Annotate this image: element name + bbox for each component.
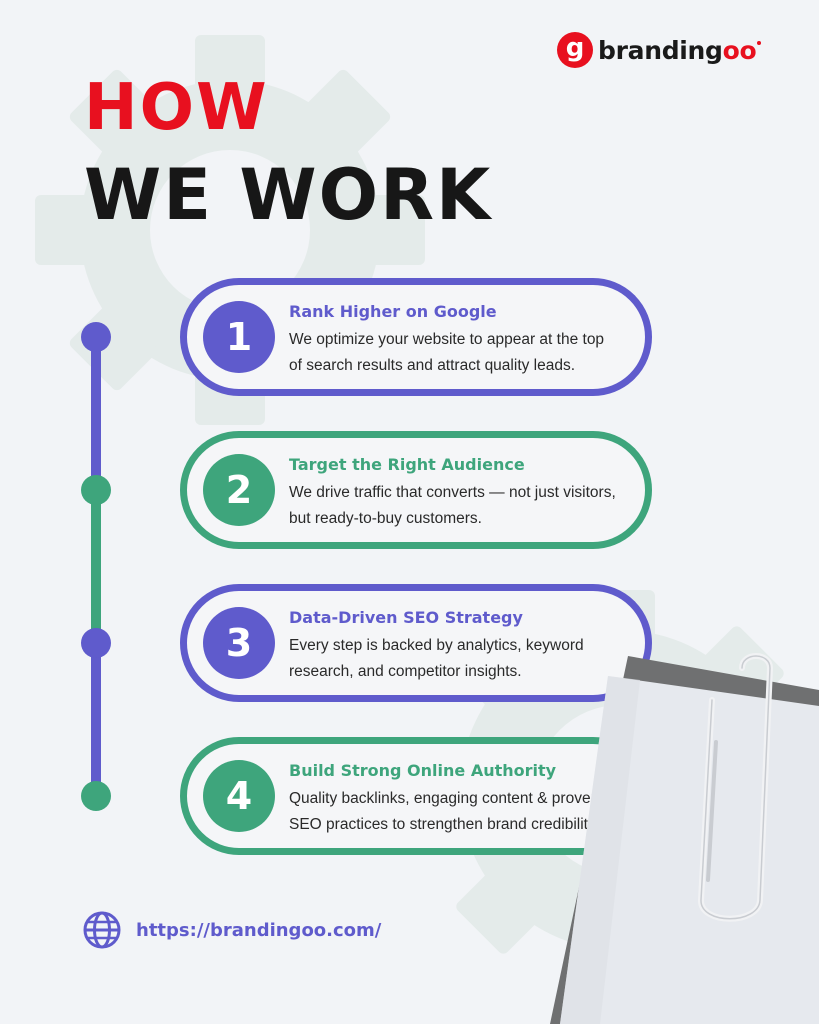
step-title: Data-Driven SEO Strategy [289, 608, 523, 627]
step-description: We drive traffic that converts — not jus… [289, 484, 616, 527]
step-title: Build Strong Online Authority [289, 761, 557, 780]
timeline-dot-2 [81, 475, 111, 505]
brand-name: brandingoo [598, 35, 757, 65]
timeline-segment-3 [91, 643, 101, 796]
globe-icon [83, 911, 121, 949]
step-description: Quality backlinks, engaging content & pr… [289, 790, 600, 833]
title-line-1: HOW [84, 71, 269, 145]
step-description: We optimize your website to appear at th… [289, 331, 605, 374]
brand-name-part2: oo [722, 35, 757, 65]
step-title: Target the Right Audience [289, 455, 525, 474]
website-link[interactable]: https://brandingoo.com/ [82, 910, 381, 950]
brand-logo[interactable]: g brandingoo [557, 32, 762, 68]
step-number-badge: 3 [203, 607, 275, 679]
brand-name-part1: branding [598, 35, 723, 65]
brand-dot [757, 41, 762, 45]
step-card-3: 3 Data-Driven SEO Strategy Every step is… [180, 584, 652, 702]
timeline-dot-1 [81, 322, 111, 352]
website-url[interactable]: https://brandingoo.com/ [136, 919, 382, 941]
brand-logo-icon: g [557, 32, 593, 68]
timeline-segment-1 [91, 337, 101, 490]
step-card-4: 4 Build Strong Online Authority Quality … [180, 737, 652, 855]
step-card-2: 2 Target the Right Audience We drive tra… [180, 431, 652, 549]
step-number-badge: 2 [203, 454, 275, 526]
step-card-1: 1 Rank Higher on Google We optimize your… [180, 278, 652, 396]
timeline-dot-3 [81, 628, 111, 658]
step-number-badge: 4 [203, 760, 275, 832]
title-line-2: WE WORK [84, 154, 493, 236]
timeline-segment-2 [91, 490, 101, 643]
timeline-dot-4 [81, 781, 111, 811]
step-description: Every step is backed by analytics, keywo… [289, 637, 584, 680]
step-number-badge: 1 [203, 301, 275, 373]
step-title: Rank Higher on Google [289, 302, 497, 321]
